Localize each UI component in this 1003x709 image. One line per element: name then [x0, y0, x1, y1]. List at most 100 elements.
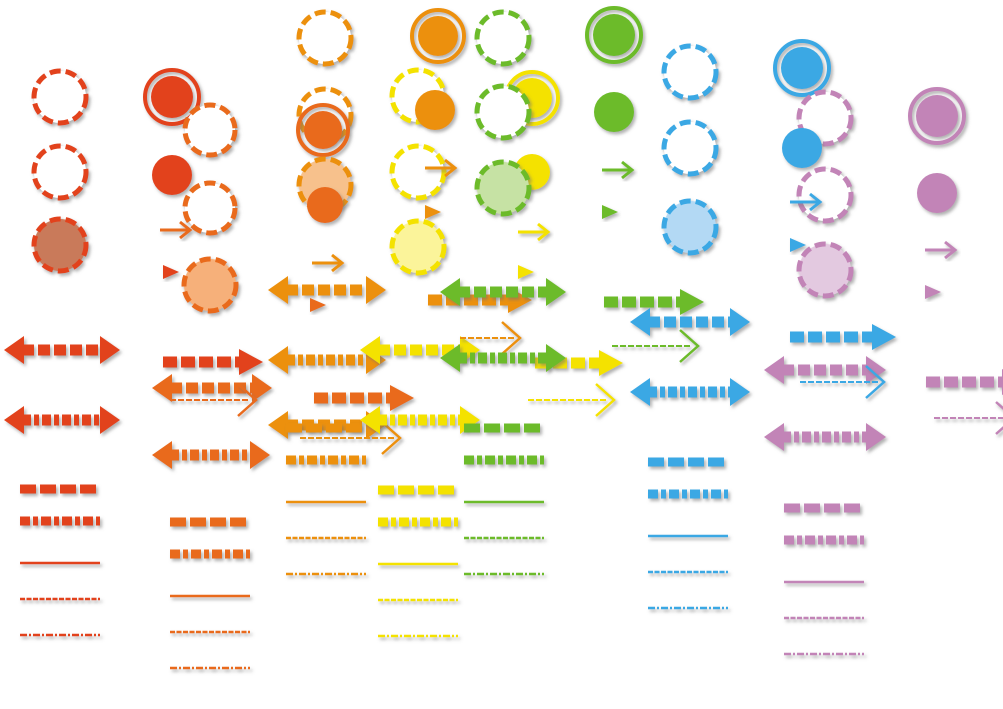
filled-dashed-ring-icon	[31, 216, 89, 274]
dashed-ring-icon	[796, 166, 854, 224]
line-style-stack	[648, 457, 728, 610]
arrow-head-left	[4, 336, 24, 364]
arrow-head	[381, 421, 402, 455]
target-outer-ring	[410, 8, 466, 64]
double-arrow-icon	[764, 356, 886, 384]
block-arrow-icon	[790, 324, 896, 350]
line-style-stack	[378, 485, 458, 638]
arrow-head	[239, 349, 263, 375]
arrow-head-right	[730, 308, 750, 336]
dashed-ring-icon	[661, 43, 719, 101]
arrow-head	[537, 222, 551, 242]
thin-dashed-arrow-icon	[300, 421, 402, 455]
thin-dashed-arrow-icon	[612, 329, 700, 363]
arrow-head	[621, 160, 635, 180]
double-arrow-icon	[360, 406, 480, 434]
target-inner-dot	[593, 14, 635, 56]
line-style-stack	[286, 423, 366, 576]
arrow-head-left	[152, 441, 172, 469]
arrow-head	[680, 289, 704, 315]
arrow-head-left	[360, 336, 380, 364]
thin-dashed-arrow-icon	[528, 383, 616, 417]
thin-arrow-icon	[925, 240, 958, 260]
dot-icon	[307, 187, 343, 223]
double-arrow-icon	[764, 423, 886, 451]
clipart-layer	[4, 6, 1003, 670]
arrow-head-left	[268, 346, 288, 374]
dashed-ring-icon	[661, 119, 719, 177]
arrow-head-right	[100, 406, 120, 434]
arrow-head-left	[360, 406, 380, 434]
arrow-head-right	[866, 423, 886, 451]
arrow-head-left	[630, 378, 650, 406]
target-outer-ring	[773, 39, 831, 97]
dot-icon	[782, 128, 822, 168]
triangle-icon	[602, 205, 618, 219]
arrow-head-left	[268, 411, 288, 439]
triangle-icon	[163, 265, 179, 279]
block-arrow-icon	[314, 385, 414, 411]
double-arrow-icon	[630, 308, 750, 336]
dot-icon	[594, 92, 634, 132]
arrow-head-left	[440, 278, 460, 306]
filled-dashed-ring-icon	[661, 198, 719, 256]
arrow-head	[872, 324, 896, 350]
arrow-head	[331, 253, 345, 273]
triangle-icon	[925, 285, 941, 299]
target-ring-icon	[296, 103, 350, 157]
double-arrow-icon	[152, 441, 270, 469]
thin-arrow-icon	[312, 253, 345, 273]
target-outer-ring	[143, 68, 201, 126]
dashed-ring-icon	[31, 143, 89, 201]
thin-arrow-icon	[160, 220, 193, 240]
arrow-head	[995, 401, 1003, 435]
thin-arrow-icon	[790, 192, 823, 212]
target-inner-dot	[151, 76, 193, 118]
dashed-ring-icon	[296, 9, 354, 67]
dashed-ring-icon	[31, 68, 89, 126]
arrow-head	[390, 385, 414, 411]
thin-arrow-icon	[425, 158, 458, 178]
thin-dashed-arrow-icon	[170, 383, 258, 417]
thin-arrow-icon	[602, 160, 635, 180]
target-outer-ring	[585, 6, 643, 64]
dot-icon	[415, 90, 455, 130]
arrow-head-right	[546, 278, 566, 306]
double-arrow-icon	[630, 378, 750, 406]
line-style-stack	[170, 517, 250, 670]
thin-dashed-arrow-icon	[800, 365, 886, 399]
arrow-head-left	[630, 308, 650, 336]
arrow-head	[944, 240, 958, 260]
triangle-icon	[790, 238, 806, 252]
filled-dashed-ring-icon	[796, 241, 854, 299]
thin-dashed-arrow-icon	[934, 401, 1003, 435]
target-inner-dot	[916, 95, 958, 137]
dot-icon	[917, 173, 957, 213]
block-arrow-icon	[604, 289, 704, 315]
filled-dashed-ring-icon	[181, 256, 239, 314]
arrow-head-left	[4, 406, 24, 434]
arrow-head	[599, 350, 623, 376]
dashed-ring-icon	[389, 143, 447, 201]
arrow-head	[809, 192, 823, 212]
arrow-head	[501, 321, 522, 355]
target-inner-dot	[418, 16, 458, 56]
arrow-head	[237, 383, 258, 417]
arrow-head	[679, 329, 700, 363]
arrow-head-right	[730, 378, 750, 406]
target-ring-icon	[773, 39, 831, 97]
triangle-icon	[518, 265, 534, 279]
arrow-head-right	[366, 276, 386, 304]
arrow-head-left	[764, 356, 784, 384]
line-style-stack	[784, 503, 864, 656]
double-arrow-icon	[152, 374, 272, 402]
arrow-head-right	[100, 336, 120, 364]
arrow-head-left	[268, 276, 288, 304]
triangle-icon	[310, 298, 326, 312]
block-arrow-icon	[163, 349, 263, 375]
target-ring-icon	[908, 87, 966, 145]
target-outer-ring	[296, 103, 350, 157]
arrow-head-left	[764, 423, 784, 451]
thin-dashed-arrow-icon	[460, 321, 522, 355]
